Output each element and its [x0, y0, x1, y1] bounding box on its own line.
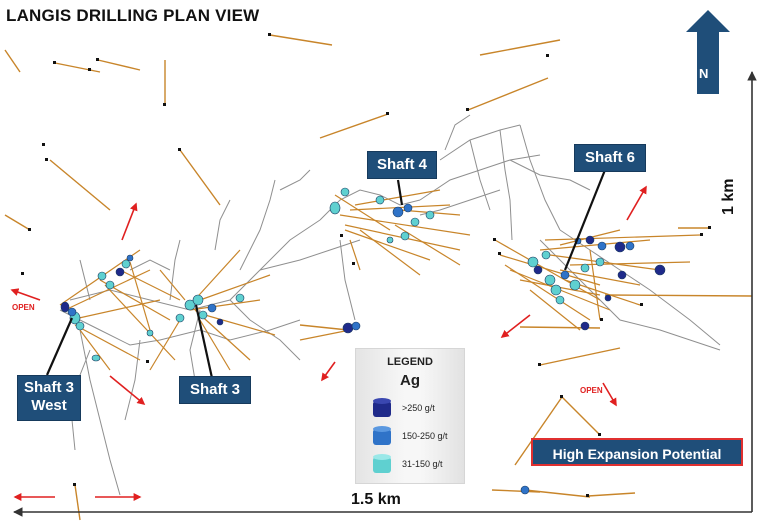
map-title: LANGIS DRILLING PLAN VIEW: [6, 6, 260, 25]
callout-shaft3-west: Shaft 3 West: [18, 376, 80, 420]
cylinder-icon-dark: [373, 398, 391, 417]
legend-item-high: >250 g/t: [370, 397, 462, 421]
scale-horizontal-label: 1.5 km: [351, 491, 401, 508]
legend-item-low: 31-150 g/t: [370, 453, 462, 477]
callout-pointers: [45, 169, 607, 379]
collar-markers: [21, 33, 711, 497]
callout-shaft3-west-line2: West: [31, 397, 67, 414]
high-expansion-potential-label: High Expansion Potential: [531, 438, 743, 466]
open-label-left: OPEN: [12, 303, 35, 312]
scale-axes: [13, 71, 757, 517]
north-label: N: [699, 66, 709, 81]
expansion-arrows: [10, 185, 647, 501]
open-label-right: OPEN: [580, 386, 603, 395]
callout-shaft4: Shaft 4: [368, 152, 436, 178]
north-arrow-icon: [686, 10, 730, 94]
callout-shaft3: Shaft 3: [180, 377, 250, 403]
scale-vertical-label: 1 km: [720, 178, 737, 215]
callout-shaft6: Shaft 6: [575, 145, 645, 171]
drill-fans: [59, 189, 701, 371]
legend-title: LEGEND: [387, 356, 433, 368]
legend-item-mid: 150-250 g/t: [370, 425, 462, 449]
legend: LEGEND Ag >250 g/t 150-250 g/t 31-150 g/…: [355, 348, 465, 484]
drill-holes: [4, 34, 753, 521]
legend-item-label: 150-250 g/t: [402, 431, 448, 441]
cylinder-icon-cyan: [373, 454, 391, 473]
legend-item-label: >250 g/t: [402, 403, 435, 413]
legend-item-label: 31-150 g/t: [402, 459, 443, 469]
legend-element: Ag: [400, 372, 420, 389]
callout-shaft3-west-line1: Shaft 3: [23, 379, 74, 396]
cylinder-icon-blue: [373, 426, 391, 445]
assay-intercepts: [60, 187, 666, 495]
